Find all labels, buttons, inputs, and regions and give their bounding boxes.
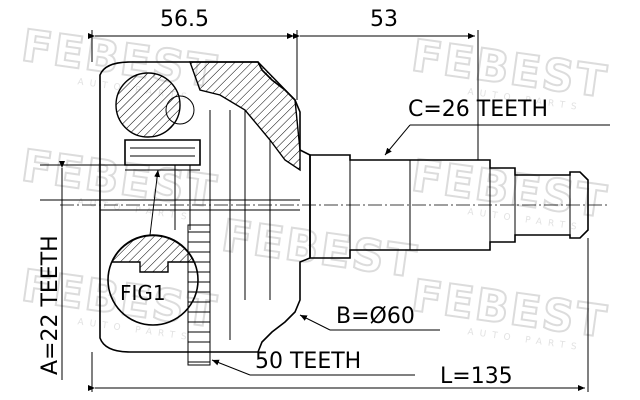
spline-a-label: A=22 TEETH [38, 235, 63, 375]
watermark-layer: FEBEST AUTO PARTS FEBEST AUTO PARTS FEBE… [17, 19, 612, 353]
abs-ring [187, 224, 211, 366]
watermark-3: FEBEST AUTO PARTS [17, 139, 222, 223]
stub-shaft [309, 154, 589, 259]
spline-c-label: C=26 TEETH [408, 97, 548, 122]
leader-diameter-b [299, 314, 331, 331]
diameter-b-label: B=Ø60 [336, 304, 415, 329]
dimensions [40, 30, 610, 392]
leader-abs-ring [211, 359, 251, 376]
watermark-4: FEBEST AUTO PARTS [407, 149, 612, 233]
leader-fig1 [149, 169, 161, 236]
abs-ring-teeth [188, 231, 210, 363]
leader-spline-c [384, 124, 411, 156]
fig1-label: FIG1 [120, 281, 166, 305]
inner-race [115, 72, 201, 230]
length-l-label: L=135 [440, 364, 513, 389]
watermark-6: FEBEST AUTO PARTS [407, 269, 612, 353]
fig1-detail: FIG1 [107, 234, 199, 326]
dim-top-left-label: 56.5 [160, 7, 209, 32]
abs-ring-label: 50 TEETH [255, 349, 361, 374]
dim-top-right-label: 53 [370, 7, 398, 32]
